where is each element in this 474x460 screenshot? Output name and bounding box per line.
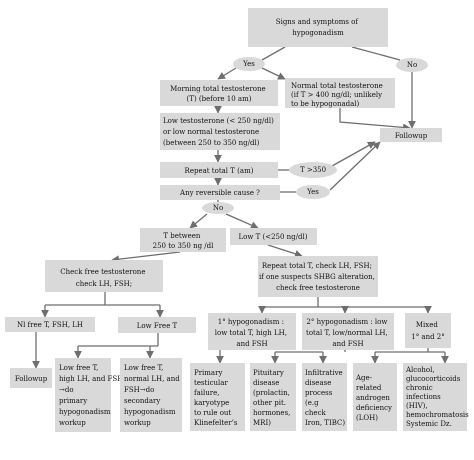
primary-hypogonadism-box: 1° hypogonadism : low total T, high LH, … [208,313,296,350]
svg-text:Repeat total T, check LH, FSH;: Repeat total T, check LH, FSH; if one su… [259,262,377,292]
low-free-high-lh-box: Low free T, high LH, and FSH →do primary… [55,358,126,432]
svg-text:Low free T, normal LH, a: Low free T, normal LH, and FSH→do second… [124,364,182,427]
svg-text:Age- related andro: Age- related androgen deficiency (LOH) [355,374,394,422]
low-t-250-box: Low T (<250 ng/dl) [230,228,317,245]
svg-text:Low free T, high LH, and: Low free T, high LH, and FSH →do primary… [59,364,126,427]
secondary-hypogonadism-box: 2° hypogonadism : low total T, low/norma… [302,313,394,350]
svg-text:Signs and symptoms of hy: Signs and symptoms of hypogonadism [276,18,360,37]
svg-text:No: No [213,204,223,212]
low-free-normal-lh-box: Low free T, normal LH, and FSH→do second… [120,358,182,432]
signs-box: Signs and symptoms of hypogonadism [248,8,388,47]
yes-top-oval: Yes [233,57,265,71]
yes-mid-oval: Yes [296,185,330,199]
svg-text:Any reversible cause ?: Any reversible cause ? [179,189,260,197]
mixed-box: Mixed 1° and 2° [405,313,451,348]
repeat-check-box: Repeat total T, check LH, FSH; if one su… [258,256,378,297]
alcohol-box: Alcohol, glucocorticoids chronic infecti… [403,363,471,431]
infiltrative-disease-box: Infiltrative disease process (e.g check … [302,363,347,431]
normal-testosterone-box: Normal total testosterone (if T > 400 ng… [285,78,395,108]
t-gt-350-oval: T >350 [289,162,337,178]
svg-text:Low T (<250 ng/dl): Low T (<250 ng/dl) [239,233,308,241]
morning-testosterone-box: Morning total testosterone (T) (before 1… [160,80,278,106]
svg-text:Infiltrative disease: Infiltrative disease process (e.g check … [305,369,345,427]
svg-text:Yes: Yes [242,60,255,68]
reversible-cause-box: Any reversible cause ? [160,185,280,200]
svg-text:Morning total testosterone: Morning total testosterone (T) (before 1… [170,85,268,103]
low-free-t-box: Low Free T [118,317,196,333]
followup-bottom-box: Followup [10,368,52,388]
svg-text:Primary testicular: Primary testicular failure, karyotype to… [194,369,238,427]
svg-text:Nl free T, FSH, LH: Nl free T, FSH, LH [17,321,83,329]
repeat-total-t-box: Repeat total T (am) [160,162,278,178]
svg-text:T >350: T >350 [300,166,326,174]
age-related-box: Age- related androgen deficiency (LOH) [353,363,397,431]
nl-free-t-box: Nl free T, FSH, LH [5,317,95,332]
followup-right-box: Followup [380,128,442,142]
svg-text:Normal total testosterone: Normal total testosterone (if T > 400 ng… [291,82,385,108]
primary-testicular-failure-box: Primary testicular failure, karyotype to… [190,363,245,431]
svg-text:Pituitary disease: Pituitary disease (prolactin, other pit.… [253,369,293,427]
check-free-testosterone-box: Check free testosterone check LH, FSH; [45,260,163,292]
low-testosterone-box: Low testosterone (< 250 ng/dl) or low no… [160,113,280,150]
svg-text:Low Free T: Low Free T [137,322,178,330]
no-mid-oval: No [202,202,234,214]
svg-text:Mixed 1° and 2°: Mixed 1° and 2° [411,321,445,341]
svg-text:Yes: Yes [306,188,319,196]
connectors [32,46,449,369]
svg-text:Repeat total T (am): Repeat total T (am) [185,167,254,175]
svg-text:Followup: Followup [395,132,428,140]
pituitary-disease-box: Pituitary disease (prolactin, other pit.… [250,363,296,431]
svg-text:2° hypogonadism : low to: 2° hypogonadism : low total T, low/norma… [306,318,390,348]
svg-text:1° hypogonadism : low to: 1° hypogonadism : low total T, high LH, … [215,318,289,348]
no-top-oval: No [396,58,428,72]
svg-text:T between 250 to 350 ng: T between 250 to 350 ng /dl [153,232,214,250]
svg-text:No: No [407,61,417,69]
svg-text:Low testosterone (< 250 ng/dl): Low testosterone (< 250 ng/dl) or low no… [163,117,276,147]
t-between-box: T between 250 to 350 ng /dl [140,228,226,252]
svg-text:Followup: Followup [15,375,48,383]
svg-text:Check free testosterone: Check free testosterone check LH, FSH; [60,268,147,288]
svg-text:Alcohol, glucocorticoids: Alcohol, glucocorticoids chronic infecti… [405,366,471,428]
